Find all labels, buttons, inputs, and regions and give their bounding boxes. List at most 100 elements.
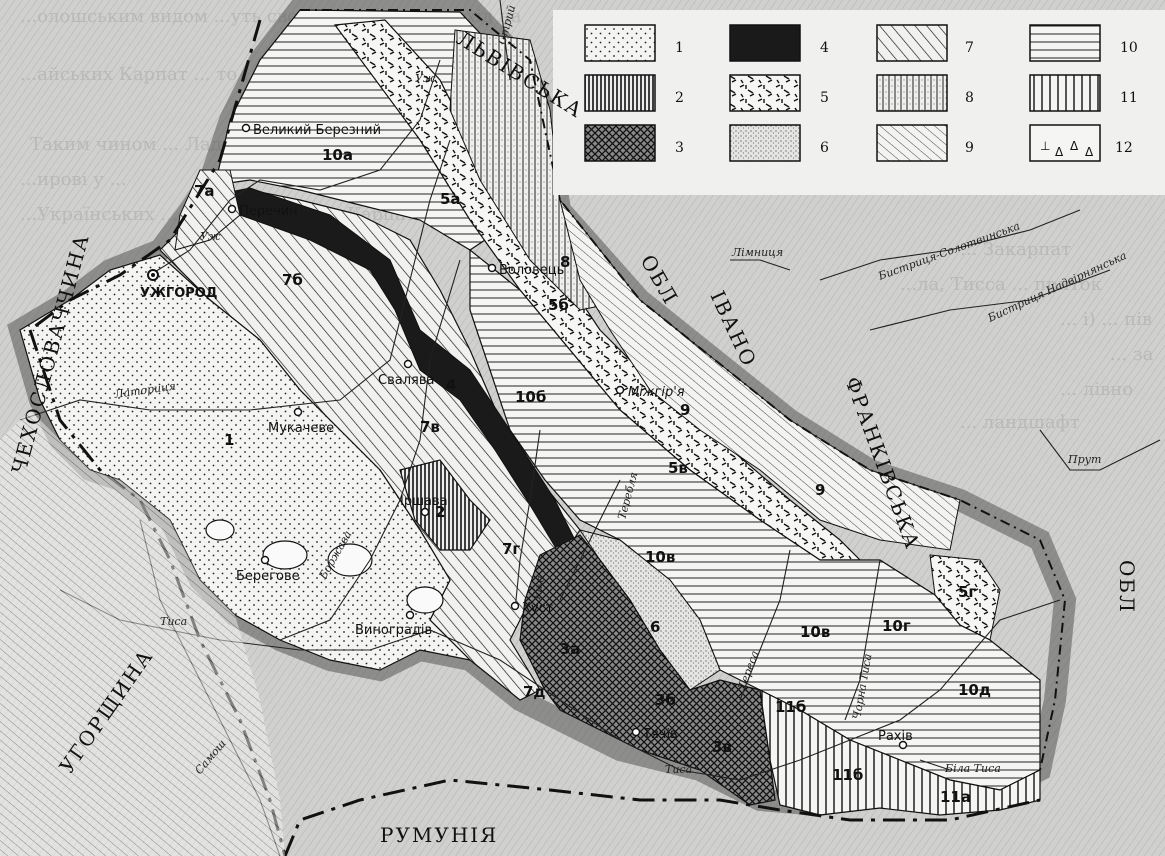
legend-num-10: 10 — [1120, 40, 1138, 56]
city-label-perechyn: Перечин — [239, 204, 298, 219]
city-label-uzhhorod: УЖГОРОД — [140, 286, 217, 301]
legend-swatch-10 — [1029, 24, 1101, 62]
legend-swatch-8 — [876, 74, 948, 112]
zone-labels: 10а 7а 5а 7б 8 5б 4 10б 9 1 7в 5в 2 7г 1… — [194, 146, 991, 806]
city-dot-mizhhiria — [615, 385, 625, 395]
city-dot-vynohradiv — [405, 610, 415, 620]
bg-line-6: ... Закарпат — [960, 239, 1071, 260]
bg-line-11: ... ландшафт — [960, 412, 1080, 433]
volcanic-hills — [205, 519, 444, 614]
volcano-oval-1 — [205, 519, 235, 541]
legend-num-11: 11 — [1120, 90, 1138, 106]
river-teresva — [739, 549, 791, 701]
city-label-tiachiv: Тячів — [642, 727, 678, 742]
bg-line-9: ... за — [1110, 344, 1154, 365]
legend-num-4: 4 — [820, 40, 829, 56]
bg-line-4: ...ирові у ... — [20, 169, 127, 190]
border-romania — [283, 778, 1041, 856]
city-dot-tiachiv — [631, 727, 641, 737]
city-dot-berehove — [260, 555, 270, 565]
river-uzh — [149, 59, 441, 276]
zone-label-10d: 10д — [958, 681, 991, 699]
zone-label-10a: 10а — [322, 146, 353, 164]
zone-label-5b: 5б — [548, 296, 569, 314]
river-label-uzh-1: Уж — [415, 72, 436, 85]
zone-label-7g: 7г — [502, 540, 520, 558]
zone-label-2: 2 — [435, 503, 445, 521]
svg-text:Δ: Δ — [1085, 145, 1094, 159]
zone-label-8: 8 — [560, 253, 570, 271]
city-label-irshava: Іршава — [400, 494, 448, 509]
river-label-tysa-west: Тиса — [160, 615, 187, 628]
bg-line-7: ...ла, Тисса ... приток — [900, 274, 1103, 295]
river-label-rika: Ріка — [530, 575, 547, 602]
zone-label-7v: 7в — [420, 418, 440, 436]
river-label-prut: Прут — [1067, 453, 1101, 466]
river-bila-tysa — [919, 759, 1000, 771]
legend-swatch-6 — [729, 124, 801, 162]
river-chorna-tysa — [844, 559, 881, 721]
river-label-limnytsia: Лімниця — [731, 246, 783, 259]
city-dot-rakhiv — [898, 740, 908, 750]
svg-text:Δ: Δ — [1055, 145, 1064, 159]
bg-line-10: ... лівно — [1060, 379, 1133, 400]
label-romania: РУМУНІЯ — [380, 823, 498, 847]
river-limnytsia — [730, 259, 791, 271]
legend-num-3: 3 — [675, 140, 684, 156]
city-label-svaliava: Свалява — [378, 373, 434, 388]
river-tysa — [59, 589, 1061, 781]
legend-num-5: 5 — [820, 90, 829, 106]
city-label-mizhhiria: Міжгір'я — [628, 385, 685, 400]
city-label-khust: Хуст — [522, 601, 554, 616]
outer-hungary-area — [0, 410, 285, 856]
legend-swatch-12 — [1029, 124, 1101, 162]
svg-text:⊥: ⊥ — [1040, 139, 1050, 153]
river-label-tysa-east: Тиса — [665, 763, 692, 776]
bg-line-8: ... і) ... пів — [1060, 309, 1152, 330]
zone-label-3v: 3в — [712, 738, 732, 756]
zone-2-area — [399, 459, 491, 551]
legend-num-2: 2 — [675, 90, 684, 106]
zone-label-10b: 10б — [515, 388, 546, 406]
border-oblast — [300, 9, 1067, 771]
legend-num-12: 12 — [1115, 140, 1133, 156]
legend-num-1: 1 — [675, 40, 684, 56]
oblast-borders — [300, 9, 1067, 771]
legend-swatch-2 — [584, 74, 656, 112]
zone-label-10v-2: 10в — [800, 623, 830, 641]
volcano-oval-2 — [262, 540, 308, 570]
zone-label-5a: 5а — [440, 190, 461, 208]
zone-label-3a: 3а — [560, 640, 581, 658]
legend-swatch-11 — [1029, 74, 1101, 112]
river-prut — [1039, 429, 1161, 471]
zone-label-7b: 7б — [282, 271, 303, 289]
zone-label-11b: 11б — [775, 698, 806, 716]
city-dot-svaliava — [403, 359, 413, 369]
river-label-uzh-2: Уж — [200, 230, 221, 243]
city-dot-uzhhorod-center — [151, 273, 155, 277]
volcano-oval-4 — [406, 586, 444, 614]
river-latorytsia — [19, 139, 451, 421]
volcano-oval-3 — [327, 543, 373, 577]
legend-num-7: 7 — [965, 40, 974, 56]
legend-num-9: 9 — [965, 140, 974, 156]
city-dot-mukachevo — [293, 407, 303, 417]
city-dot-perechyn — [227, 204, 237, 214]
city-dot-velykyi-bereznyi — [241, 123, 251, 133]
legend-swatch-9 — [876, 124, 948, 162]
legend-num-6: 6 — [820, 140, 829, 156]
city-label-mukachevo: Мукачеве — [268, 421, 334, 436]
legend-swatch-7 — [876, 24, 948, 62]
zone-7a-area — [174, 169, 241, 251]
zone-label-4: 4 — [446, 376, 456, 394]
river-rika — [514, 429, 541, 611]
zone-label-9b: 9 — [815, 481, 825, 499]
city-label-vynohradiv: Виноградів — [355, 623, 432, 638]
city-label-berehove: Берегове — [236, 569, 300, 584]
legend-num-8: 8 — [965, 90, 974, 106]
zone-label-10g: 10г — [882, 617, 911, 635]
zone-label-6: 6 — [650, 618, 660, 636]
legend-swatch-3 — [584, 124, 656, 162]
